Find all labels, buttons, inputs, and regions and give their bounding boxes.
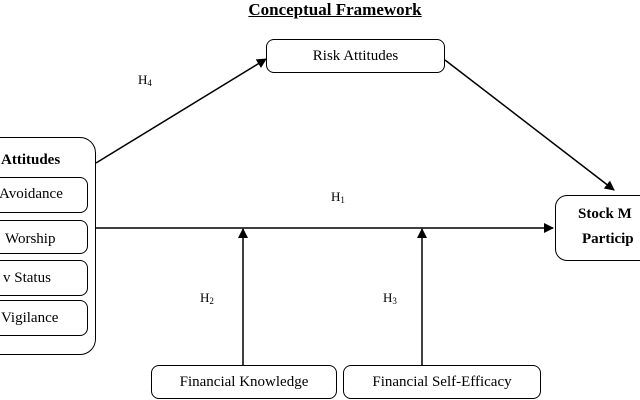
- financial-knowledge-box: Financial Knowledge: [151, 365, 337, 399]
- hypothesis-label-h1: H1: [331, 189, 345, 205]
- hypothesis-label-h3: H3: [383, 290, 397, 306]
- attitude-item-worship: Worship: [0, 220, 88, 254]
- diagram-title: Conceptual Framework: [248, 0, 422, 19]
- financial-self-efficacy-box: Financial Self-Efficacy: [343, 365, 541, 399]
- hypothesis-label-h4: H4: [138, 72, 152, 88]
- attitudes-group-label: Attitudes: [1, 152, 61, 168]
- arrow-h4: [95, 58, 267, 164]
- attitude-item-vigilance: Vigilance: [0, 300, 88, 336]
- attitude-item-status: v Status: [0, 260, 88, 296]
- stock-market-participation-box: Stock M Particip: [555, 195, 640, 261]
- arrow-risk-to-outcome: [444, 59, 615, 191]
- hypothesis-label-h2: H2: [200, 290, 214, 306]
- attitude-item-avoidance: Avoidance: [0, 177, 88, 213]
- risk-attitudes-box: Risk Attitudes: [266, 39, 445, 73]
